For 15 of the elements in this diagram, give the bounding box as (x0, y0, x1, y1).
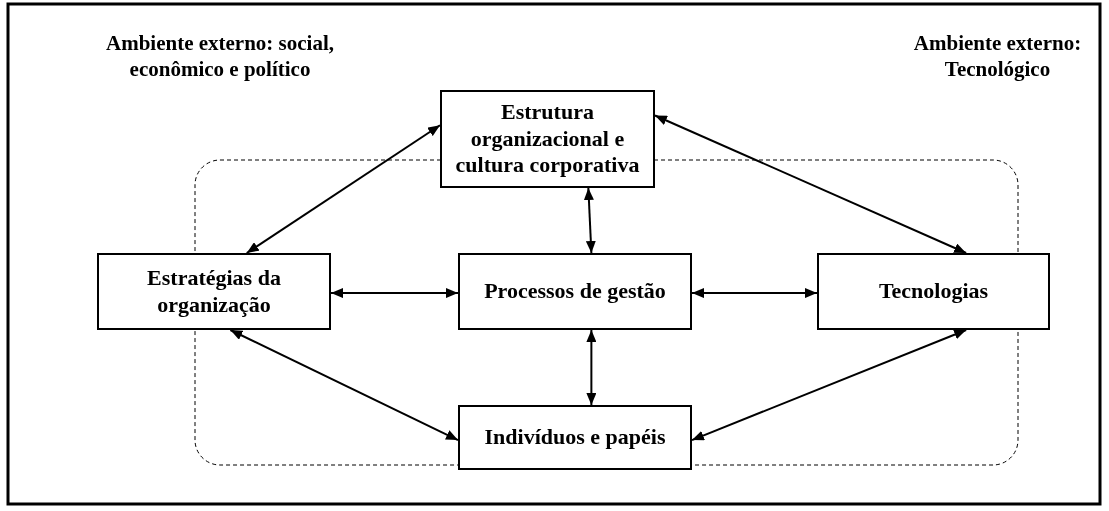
double-arrow (691, 288, 818, 299)
process-box: Estratégias da organização (97, 253, 331, 330)
double-arrow (654, 114, 968, 254)
double-arrow (245, 124, 441, 254)
double-arrow (229, 329, 459, 442)
double-arrow (586, 329, 597, 406)
region-label: Ambiente externo: Tecnológico (912, 30, 1083, 83)
process-box: Processos de gestão (458, 253, 692, 330)
double-arrow (330, 288, 459, 299)
double-arrow (691, 329, 968, 442)
process-box: Indivíduos e papéis (458, 405, 692, 470)
region-label: Ambiente externo: social, econômico e político (105, 30, 335, 83)
process-box: Tecnologias (817, 253, 1050, 330)
double-arrow (583, 187, 596, 254)
process-box: Estrutura organizacional e cultura corporativa (440, 90, 655, 188)
